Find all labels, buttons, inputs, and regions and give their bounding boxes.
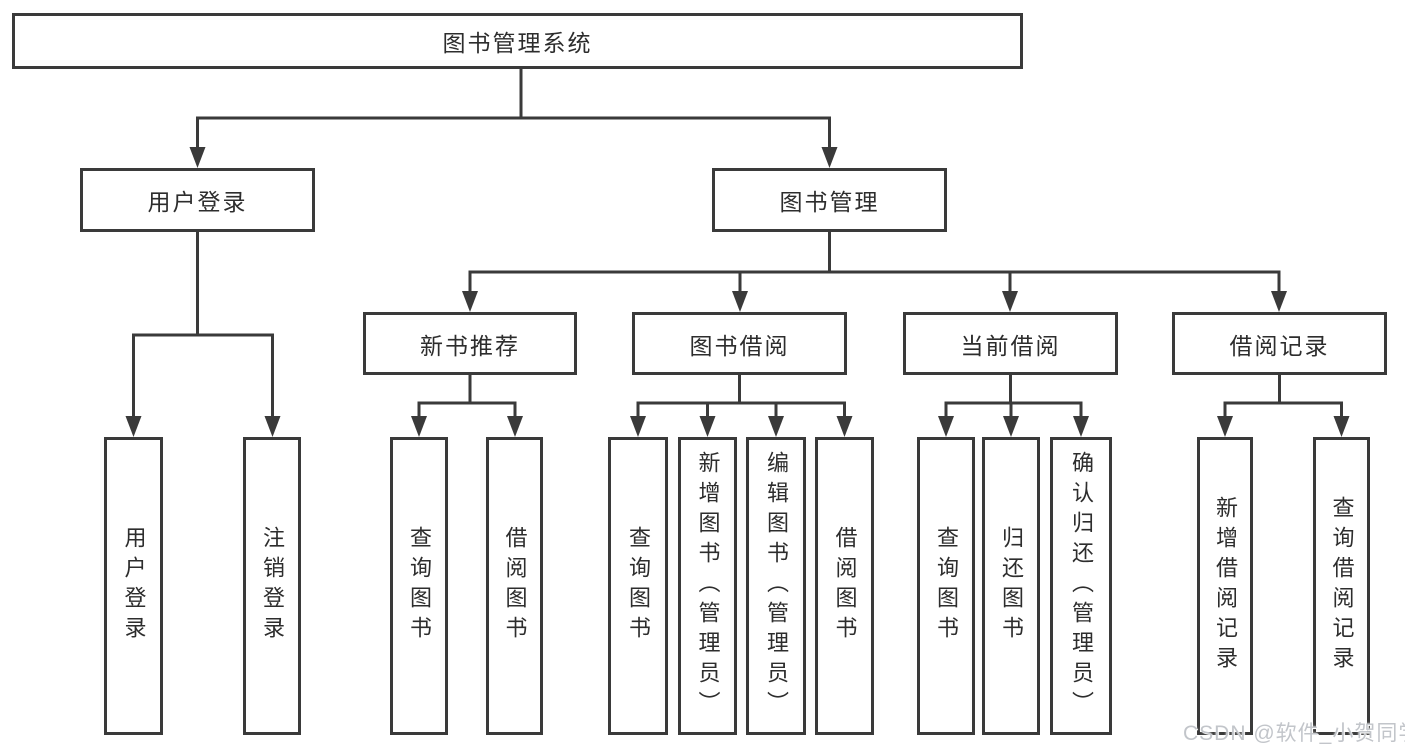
csdn-watermark: CSDN @软件_小贺同学 [1183,722,1405,745]
leaf-query-book-borrow: 查询图书 [608,437,668,735]
leaf-borrow-book-recommend: 借阅图书 [486,437,543,735]
node-root-label: 图书管理系统 [442,30,593,56]
leaf-user-login: 用户登录 [104,437,163,735]
node-new-book-recommend: 新书推荐 [363,312,577,375]
leaf-query-book-current: 查询图书 [917,437,975,735]
leaf-borrow-book: 借阅图书 [815,437,874,735]
leaf-add-borrow-record-label: 新增借阅记录 [1213,496,1238,676]
leaf-edit-book-admin: 编辑图书（管理员） [746,437,806,735]
leaf-query-book-current-label: 查询图书 [934,526,959,646]
node-current-borrow-label: 当前借阅 [960,332,1061,359]
leaf-query-borrow-record-label: 查询借阅记录 [1329,496,1355,676]
leaf-query-book-recommend-label: 查询图书 [407,526,432,646]
node-borrow-records: 借阅记录 [1172,312,1387,375]
leaf-add-borrow-record: 新增借阅记录 [1197,437,1253,735]
node-book-borrow: 图书借阅 [632,312,847,375]
leaf-logout: 注销登录 [243,437,301,735]
leaf-user-login-label: 用户登录 [121,526,147,646]
node-user-login-label: 用户登录 [147,189,248,215]
node-book-borrow-label: 图书借阅 [689,332,790,359]
leaf-confirm-return-admin: 确认归还（管理员） [1050,437,1112,735]
leaf-confirm-return-admin-label: 确认归还（管理员） [1069,451,1094,721]
leaf-edit-book-admin-label: 编辑图书（管理员） [764,451,789,721]
node-current-borrow: 当前借阅 [903,312,1118,375]
leaf-borrow-book-recommend-label: 借阅图书 [502,526,528,646]
node-book-management-label: 图书管理 [779,189,880,215]
leaf-query-book-recommend: 查询图书 [390,437,448,735]
leaf-borrow-book-label: 借阅图书 [832,526,858,646]
leaf-return-book: 归还图书 [982,437,1040,735]
leaf-logout-label: 注销登录 [260,526,285,646]
leaf-return-book-label: 归还图书 [999,526,1024,646]
node-root-system: 图书管理系统 [12,13,1023,69]
node-book-management: 图书管理 [712,168,947,232]
node-user-login: 用户登录 [80,168,315,232]
leaf-query-borrow-record: 查询借阅记录 [1313,437,1370,735]
leaf-add-book-admin-label: 新增图书（管理员） [695,451,721,721]
arrowhead-icons [125,147,1350,437]
node-new-book-recommend-label: 新书推荐 [420,332,520,359]
leaf-add-book-admin: 新增图书（管理员） [678,437,737,735]
leaf-query-book-borrow-label: 查询图书 [626,526,651,646]
node-borrow-records-label: 借阅记录 [1229,332,1330,359]
